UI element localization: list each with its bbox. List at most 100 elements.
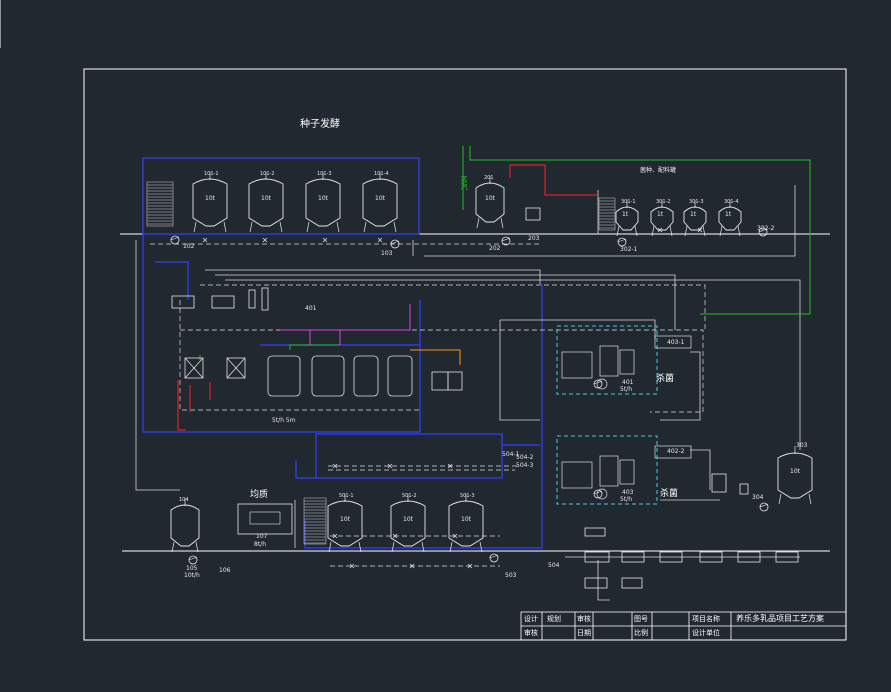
top-tank-101-4	[362, 172, 398, 233]
red-pipelines	[177, 164, 598, 431]
pump-symbol	[617, 237, 627, 247]
valve-mark	[467, 563, 473, 569]
small-tank-group-label: 菌种、配料罐	[640, 167, 677, 174]
tb-r1-c5: 图号	[634, 615, 648, 623]
top-tank-101-3-tag: 101-3	[317, 171, 332, 177]
hatch-blocks	[146, 181, 616, 545]
equipment-block	[525, 207, 541, 221]
bottom-tank-501-2-tag: 501-2	[402, 493, 417, 499]
tb-r1-c2: 规划	[547, 615, 561, 623]
pump-504-3-label: 504-3	[516, 462, 534, 469]
valve-mark	[349, 563, 355, 569]
pump-symbol	[170, 235, 180, 245]
tb-r2-c1: 审核	[524, 629, 538, 637]
pump-504-1-label: 504-1	[502, 451, 520, 458]
valve-mark	[697, 227, 703, 233]
bottom-tank-501-3-tag: 501-3	[460, 493, 475, 499]
small-tank-301-3-cap: 1t	[690, 211, 697, 218]
homogenizer-inner	[249, 511, 281, 525]
pump-symbol	[390, 239, 400, 249]
small-tank-301-2-cap: 1t	[657, 211, 664, 218]
pump-304-label: 304	[752, 494, 764, 501]
equipment-block	[621, 551, 645, 563]
valve-mark	[452, 533, 458, 539]
valve-mark	[262, 237, 268, 243]
sterilizer-box-1	[556, 325, 658, 395]
small-tank-301-2	[650, 200, 674, 237]
tb-r1-c3: 审核	[577, 615, 591, 623]
pump-302-1-label: 302-1	[620, 246, 638, 253]
small-tank-301-3	[683, 200, 707, 237]
equipment-block	[775, 551, 799, 563]
pump-504-2-label: 504-2	[516, 454, 534, 461]
sterilizer-1-flow: 5t/h	[620, 386, 632, 393]
orange-pipelines	[410, 349, 461, 365]
bottom-tank-501-3	[448, 494, 484, 553]
tb-r2-c3: 日期	[577, 629, 591, 637]
tb-r2-c7: 设计单位	[692, 629, 720, 637]
valve-mark	[387, 463, 393, 469]
equipment-block	[171, 295, 195, 309]
top-tank-101-1-tag: 101-1	[204, 171, 219, 177]
bottom-tank-501-1-cap: 10t	[340, 516, 350, 523]
valve-mark	[392, 533, 398, 539]
valve-mark	[377, 237, 383, 243]
blocks-layer	[171, 207, 799, 589]
pump-symbol	[489, 553, 499, 563]
bottom-tank-501-1	[327, 494, 363, 553]
pump-symbol	[758, 227, 768, 237]
top-tank-101-1	[192, 172, 228, 233]
pump-symbol	[593, 379, 603, 389]
top-tank-101-2-tag: 101-2	[260, 171, 275, 177]
pump-symbol	[759, 502, 769, 512]
top-tank-101-3	[305, 172, 341, 233]
unit-304-box	[711, 473, 727, 493]
equipment-block	[699, 551, 723, 563]
homogenize-title: 均质	[250, 490, 269, 500]
tank-201-tag: 201	[484, 175, 494, 181]
pump-302-2-label: 302-2	[757, 225, 775, 232]
drawing-frame	[83, 68, 847, 641]
valve-mark	[409, 563, 415, 569]
heat-exchangers-left	[184, 357, 246, 379]
equipment-block	[211, 295, 235, 309]
tank-303	[777, 446, 813, 505]
valve-mark	[332, 533, 338, 539]
small-tank-301-4-cap: 1t	[725, 211, 732, 218]
tank-104-tag: 104	[179, 497, 189, 503]
sterilizer-box-2	[556, 435, 658, 505]
pump-105-label: 105	[186, 565, 198, 572]
pump-symbol	[593, 489, 603, 499]
top-tank-101-4-cap: 10t	[375, 195, 385, 202]
valve-mark	[202, 237, 208, 243]
bottom-tank-501-2	[390, 494, 426, 553]
pump-503-label: 503	[505, 572, 517, 579]
top-tank-101-4-tag: 101-4	[374, 171, 389, 177]
equipment-block	[584, 527, 606, 537]
pumps-layer	[170, 227, 769, 565]
title-block-grid	[520, 611, 847, 641]
ferment-label: 401	[305, 305, 317, 312]
sterilizer-2-tag: 403	[622, 489, 634, 496]
valve-mark	[322, 237, 328, 243]
tank-303-cap: 10t	[790, 468, 800, 475]
equipment-block	[659, 551, 683, 563]
tank-201-cap: 10t	[485, 195, 495, 202]
green-steam-line	[199, 146, 811, 360]
valve-mark	[332, 463, 338, 469]
top-tank-101-2-cap: 10t	[261, 195, 271, 202]
small-tank-301-2-tag: 301-2	[656, 199, 671, 205]
top-tank-101-3-cap: 10t	[318, 195, 328, 202]
small-tank-301-4-tag: 301-4	[724, 199, 739, 205]
pump-103-label: 103	[381, 250, 393, 257]
white-pipelines	[135, 185, 801, 601]
equipment-block	[261, 287, 269, 311]
equipment-block	[248, 289, 256, 309]
tank-201	[475, 176, 505, 229]
pump-203-label: 203	[528, 235, 540, 242]
fermenter-series	[267, 355, 463, 397]
pump-symbol	[501, 236, 511, 246]
pump-symbol	[188, 555, 198, 565]
small-tank-301-1	[615, 200, 639, 237]
tb-r1-c7: 项目名称	[692, 615, 720, 623]
